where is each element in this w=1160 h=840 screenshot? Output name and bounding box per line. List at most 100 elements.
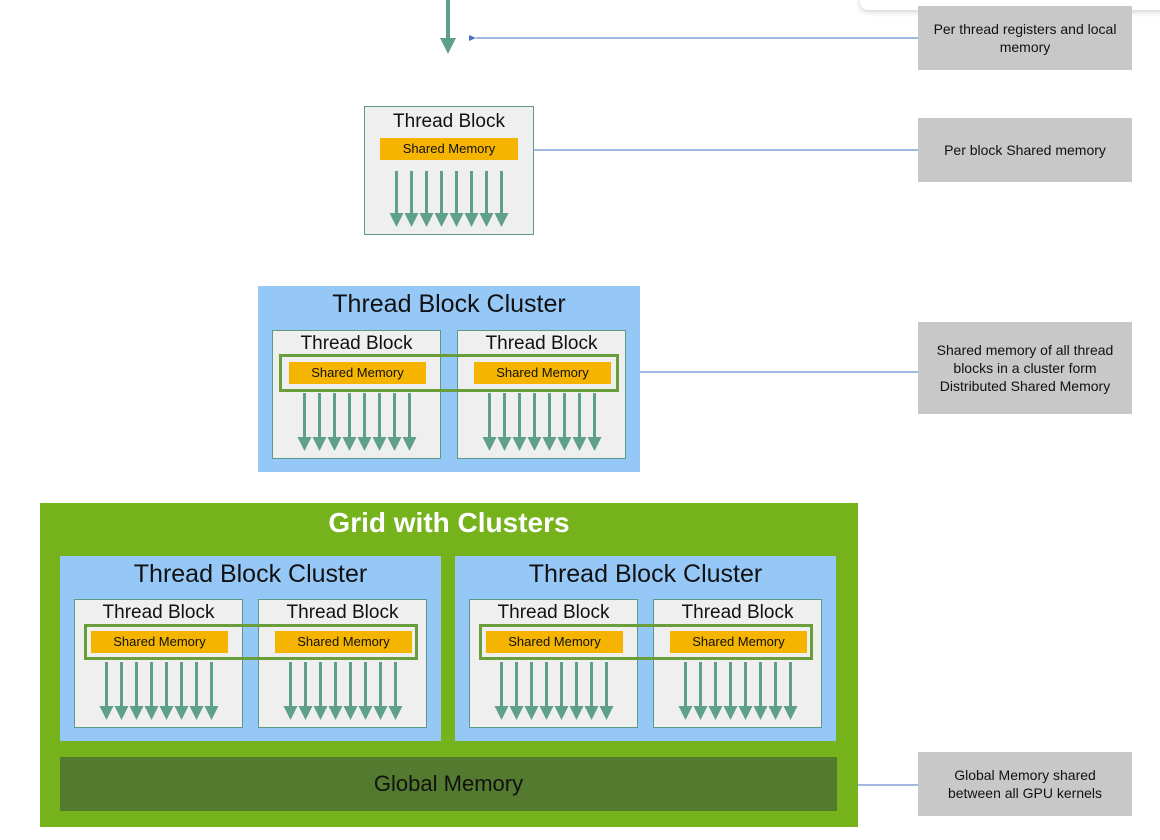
single-thread-arrow [440,0,456,54]
thread-arrow [389,171,404,227]
cluster-title: Thread Block Cluster [528,560,763,588]
thread-arrow [189,662,204,720]
thread-block-title: Thread Block [497,602,610,623]
thread-arrow [327,393,342,451]
thread-arrow [524,662,539,720]
thread-arrow [708,662,723,720]
thread-arrow [569,662,584,720]
thread-block-title: Thread Block [681,602,794,623]
distributed-shared-memory-outline [279,354,619,392]
thread-arrow [312,393,327,451]
thread-arrow [768,662,783,720]
thread-arrow [283,662,298,720]
thread-arrows [99,662,219,720]
cluster-thread-block-2: Thread Block Shared Memory [258,599,427,728]
cluster-thread-block-1: Thread Block Shared Memory [74,599,243,728]
cluster-thread-block-1: Thread Block Shared Memory [469,599,638,728]
thread-arrow [357,393,372,451]
shared-memory: Shared Memory [474,362,611,384]
thread-arrow [497,393,512,451]
thread-arrow [372,393,387,451]
note-distributed-shared: Shared memory of all thread blocks in a … [918,322,1132,414]
thread-arrow [494,662,509,720]
thread-arrow [587,393,602,451]
grid-cluster-2: Thread Block Cluster Thread Block Shared… [455,556,836,741]
cluster-thread-block-2: Thread Block Shared Memory [653,599,822,728]
thread-arrow [542,393,557,451]
thread-arrow [557,393,572,451]
thread-arrow [723,662,738,720]
distributed-shared-memory-outline [479,624,813,660]
corner-card [860,0,1160,10]
shared-memory: Shared Memory [486,631,623,653]
thread-arrow [343,662,358,720]
thread-block: Thread Block Shared Memory [364,106,534,235]
shared-memory: Shared Memory [275,631,412,653]
shared-memory: Shared Memory [91,631,228,653]
thread-arrows [389,171,509,227]
thread-arrow [297,393,312,451]
grid-cluster-1: Thread Block Cluster Thread Block Shared… [60,556,441,741]
thread-block-title: Thread Block [485,333,598,354]
note-global-memory: Global Memory shared between all GPU ker… [918,752,1132,816]
thread-block-title: Thread Block [286,602,399,623]
thread-arrow [144,662,159,720]
thread-arrow [599,662,614,720]
thread-arrow [693,662,708,720]
thread-arrow [494,171,509,227]
shared-memory: Shared Memory [380,138,518,160]
note-block-shared: Per block Shared memory [918,118,1132,182]
thread-arrow [479,171,494,227]
thread-arrows [678,662,798,720]
thread-arrow [402,393,417,451]
cluster-thread-block-2: Thread Block Shared Memory [457,330,626,459]
cluster-thread-block-1: Thread Block Shared Memory [272,330,441,459]
thread-arrow [174,662,189,720]
thread-arrow [434,171,449,227]
thread-arrow [387,393,402,451]
thread-arrow [114,662,129,720]
thread-arrow [449,171,464,227]
thread-arrow [313,662,328,720]
thread-block-title: Thread Block [300,333,413,354]
thread-block-title: Thread Block [393,111,505,132]
thread-block-cluster: Thread Block Cluster Thread Block Shared… [258,286,640,472]
thread-arrow [783,662,798,720]
thread-arrow [159,662,174,720]
thread-arrow [204,662,219,720]
cluster-title: Thread Block Cluster [332,290,566,318]
thread-arrow [738,662,753,720]
thread-arrows [297,393,417,451]
thread-arrow [388,662,403,720]
thread-arrow [358,662,373,720]
shared-memory: Shared Memory [289,362,426,384]
thread-arrows [482,393,602,451]
thread-arrow [129,662,144,720]
thread-arrow [539,662,554,720]
grid-title: Grid with Clusters [328,507,570,538]
thread-arrow [404,171,419,227]
thread-arrow [419,171,434,227]
thread-arrow [464,171,479,227]
thread-arrow [298,662,313,720]
thread-arrows [494,662,614,720]
distributed-shared-memory-outline [84,624,418,660]
thread-arrow [753,662,768,720]
shared-memory: Shared Memory [670,631,807,653]
thread-block-title: Thread Block [102,602,215,623]
cluster-title: Thread Block Cluster [133,560,368,588]
thread-arrow [482,393,497,451]
thread-arrow [328,662,343,720]
thread-arrow [373,662,388,720]
grid-with-clusters: Grid with Clusters Thread Block Cluster … [40,503,858,827]
thread-arrow [584,662,599,720]
thread-arrow [527,393,542,451]
note-registers: Per thread registers and local memory [918,6,1132,70]
thread-arrow [554,662,569,720]
thread-arrow [678,662,693,720]
thread-arrow [99,662,114,720]
thread-arrow [342,393,357,451]
thread-arrow [509,662,524,720]
thread-arrow [512,393,527,451]
